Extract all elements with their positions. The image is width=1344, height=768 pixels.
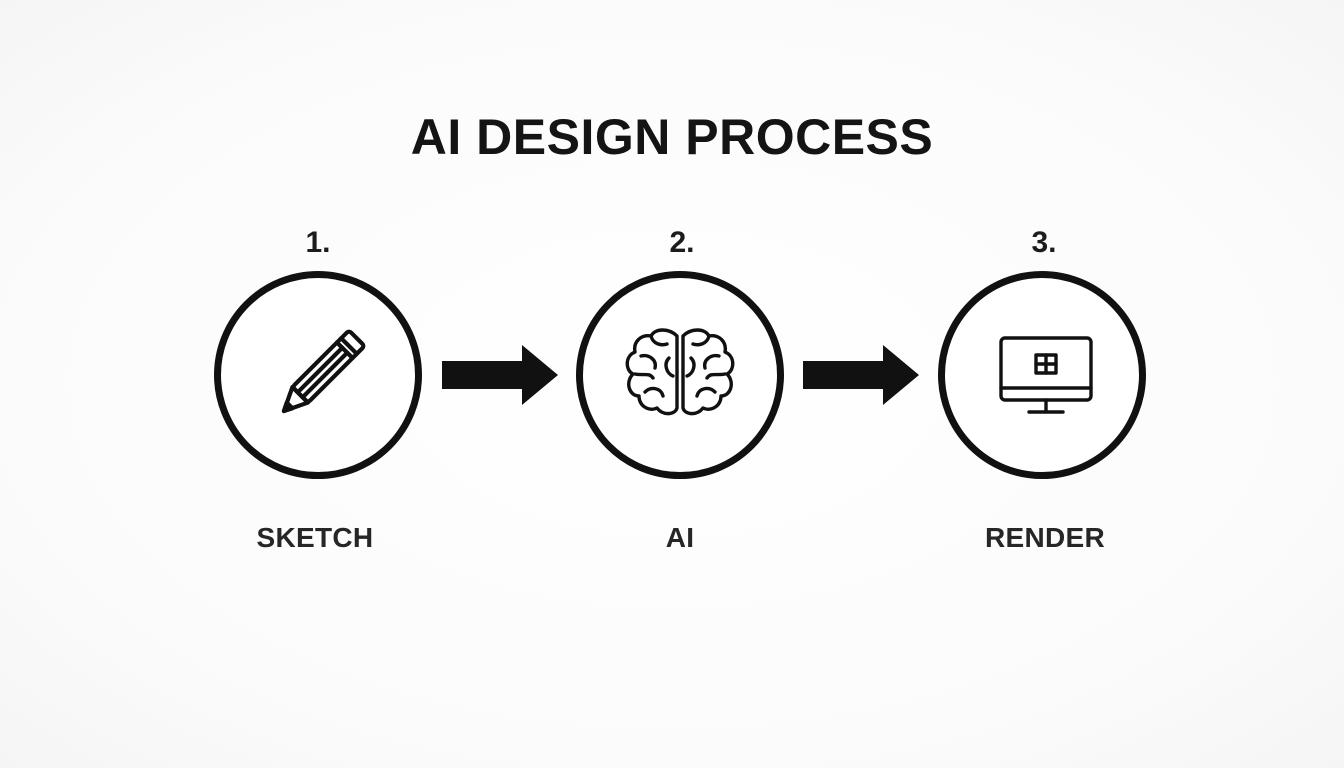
arrow-right-icon [442,345,558,405]
brain-icon [625,328,735,416]
step-1-label: SKETCH [256,522,374,553]
step-2-circle [576,271,784,479]
step-2-label: AI [665,522,695,553]
step-2-number: 2. [669,226,695,259]
step-3-circle [938,271,1146,479]
monitor-icon [999,336,1093,414]
step-3-label: RENDER [984,522,1106,553]
step-1-number: 1. [305,226,331,259]
diagram-title: AI DESIGN PROCESS [410,109,934,165]
pencil-icon [281,329,366,414]
step-1-circle [214,271,422,479]
arrow-right-icon [803,345,919,405]
step-3-number: 3. [1031,226,1057,259]
